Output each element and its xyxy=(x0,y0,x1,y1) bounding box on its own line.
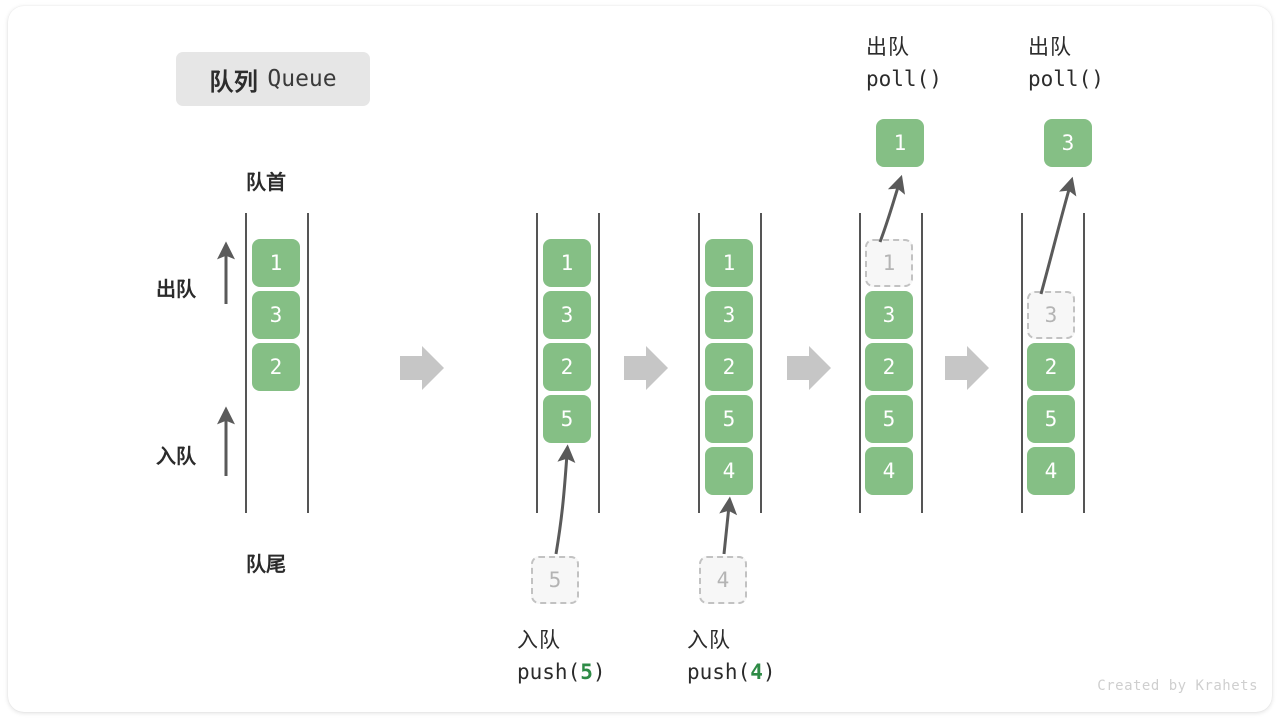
queue-cell: 2 xyxy=(543,343,591,391)
operation-code-prefix: poll( xyxy=(1028,67,1092,91)
queue-rail-left-1 xyxy=(536,213,538,513)
transition-arrow-3 xyxy=(945,346,989,390)
queue-rail-left-0 xyxy=(245,213,247,513)
queue-cell: 2 xyxy=(252,343,300,391)
operation-cn: 出队 xyxy=(866,36,910,59)
operation-code-arg: 4 xyxy=(750,660,763,684)
queue-cell: 4 xyxy=(1027,447,1075,495)
operation-label-push-5: 入队 push(5) xyxy=(517,626,606,688)
queue-cell: 2 xyxy=(1027,343,1075,391)
incoming-value-box: 5 xyxy=(531,556,579,604)
operation-cn: 入队 xyxy=(517,629,561,652)
operation-code-arg: 5 xyxy=(580,660,593,684)
push-4-arrow xyxy=(719,496,738,555)
queue-rail-right-1 xyxy=(598,213,600,513)
operation-cn: 出队 xyxy=(1028,36,1072,59)
operation-label-poll-1: 出队 poll() xyxy=(866,33,942,95)
queue-rail-right-3 xyxy=(921,213,923,513)
transition-arrow-2 xyxy=(787,346,831,390)
queue-rail-left-4 xyxy=(1021,213,1023,513)
operation-code-suffix: ) xyxy=(592,660,606,684)
dequeue-direction-label: 出队 xyxy=(156,279,196,301)
queue-rail-right-2 xyxy=(760,213,762,513)
queue-cell: 5 xyxy=(705,395,753,443)
push-5-arrow xyxy=(554,444,576,555)
incoming-value-box: 4 xyxy=(699,556,747,604)
operation-label-push-4: 入队 push(4) xyxy=(687,626,776,688)
operation-code-prefix: push( xyxy=(687,660,751,684)
operation-code: push(5) xyxy=(517,656,606,688)
queue-cell: 5 xyxy=(865,395,913,443)
queue-cell: 4 xyxy=(705,447,753,495)
operation-code-prefix: poll( xyxy=(866,67,930,91)
title-cn: 队列 xyxy=(209,68,259,96)
queue-cell-removed: 3 xyxy=(1027,291,1075,339)
queue-cell: 3 xyxy=(543,291,591,339)
queue-tail-label: 队尾 xyxy=(246,554,286,576)
operation-code-prefix: push( xyxy=(517,660,581,684)
operation-label-poll-3: 出队 poll() xyxy=(1028,33,1104,95)
title-badge: 队列 Queue xyxy=(176,52,370,106)
queue-rail-left-2 xyxy=(698,213,700,513)
queue-cell: 1 xyxy=(543,239,591,287)
queue-cell: 2 xyxy=(705,343,753,391)
operation-cn: 入队 xyxy=(687,629,731,652)
poll-3-arrow xyxy=(1039,176,1077,295)
queue-cell: 5 xyxy=(1027,395,1075,443)
transition-arrow-1 xyxy=(624,346,668,390)
operation-code: poll() xyxy=(1028,63,1104,95)
outgoing-value-box: 3 xyxy=(1044,119,1092,167)
queue-cell: 3 xyxy=(865,291,913,339)
operation-code-suffix: ) xyxy=(1091,67,1104,91)
enqueue-direction-label: 入队 xyxy=(156,446,196,468)
poll-1-arrow xyxy=(878,174,906,243)
outgoing-value-box: 1 xyxy=(876,119,924,167)
queue-cell: 4 xyxy=(865,447,913,495)
queue-cell: 5 xyxy=(543,395,591,443)
diagram-stage: 队列 Queue 队首 队尾 出队 入队 1 3 2 1 3 2 5 5 入队 … xyxy=(8,6,1272,712)
queue-rail-right-0 xyxy=(307,213,309,513)
title-en: Queue xyxy=(267,66,337,92)
queue-cell: 3 xyxy=(705,291,753,339)
queue-rail-left-3 xyxy=(859,213,861,513)
diagram-card: 队列 Queue 队首 队尾 出队 入队 1 3 2 1 3 2 5 5 入队 … xyxy=(8,6,1272,712)
queue-cell: 3 xyxy=(252,291,300,339)
operation-code: push(4) xyxy=(687,656,776,688)
operation-code: poll() xyxy=(866,63,942,95)
credit-text: Created by Krahets xyxy=(1097,678,1258,694)
queue-cell: 1 xyxy=(705,239,753,287)
queue-head-label: 队首 xyxy=(246,172,286,194)
queue-rail-right-4 xyxy=(1083,213,1085,513)
queue-cell: 2 xyxy=(865,343,913,391)
queue-cell: 1 xyxy=(252,239,300,287)
operation-code-suffix: ) xyxy=(762,660,776,684)
queue-cell-removed: 1 xyxy=(865,239,913,287)
transition-arrow-0 xyxy=(400,346,444,390)
operation-code-suffix: ) xyxy=(929,67,942,91)
